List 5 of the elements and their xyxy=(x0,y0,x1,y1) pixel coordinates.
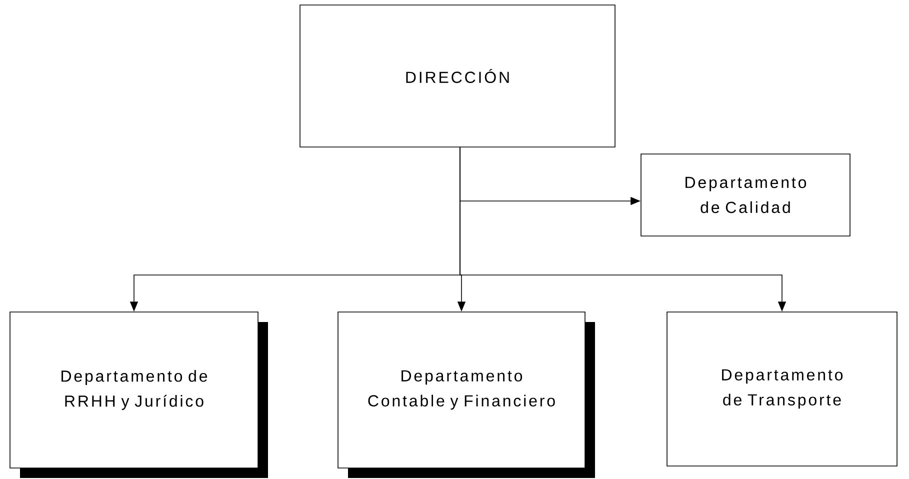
department-box: Departamento Contable y Financiero xyxy=(338,312,586,468)
department-box: Departamento de Transporte xyxy=(666,312,898,466)
department-box: DIRECCIÓN xyxy=(300,4,616,148)
department-box: Departamento de RRHH y Jurídico xyxy=(10,312,258,468)
department-box: Departamento de Calidad xyxy=(640,154,850,236)
